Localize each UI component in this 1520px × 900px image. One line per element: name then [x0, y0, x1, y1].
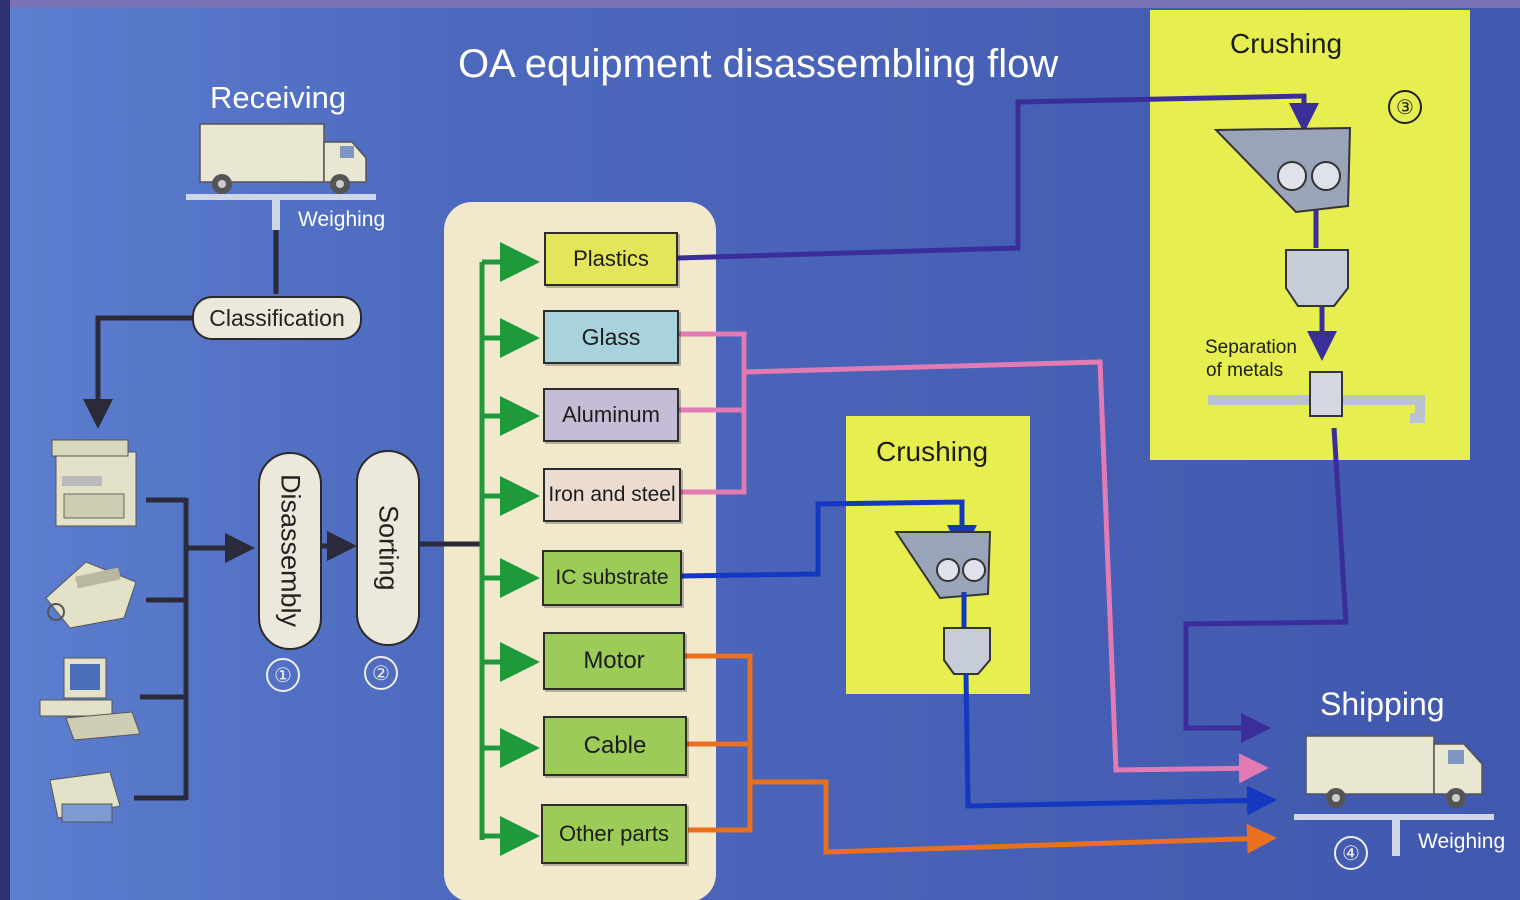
crusher-machine-large-icon	[1208, 126, 1425, 423]
receiving-weighing-label: Weighing	[298, 208, 386, 231]
material-other-parts: Other parts	[541, 804, 687, 864]
sorting-label: Sorting	[373, 505, 404, 591]
material-glass: Glass	[543, 310, 679, 364]
computer-icon	[39, 657, 141, 741]
connector-crushing-small-shipping	[963, 673, 1277, 816]
disassembly-node: Disassembly	[258, 452, 322, 650]
connector-glass-metals-shipping	[678, 331, 1269, 784]
connector-equipment-disassembly	[134, 497, 255, 801]
connector-ic-crushing	[679, 499, 977, 579]
step-number-1: ①	[266, 658, 300, 692]
top-edge	[0, 0, 1520, 8]
connector-plastics-crushing	[677, 93, 1319, 261]
material-plastics: Plastics	[544, 232, 678, 286]
shipping-label: Shipping	[1320, 686, 1445, 722]
material-aluminum: Aluminum	[543, 388, 679, 442]
printer-icon	[49, 771, 121, 823]
step-number-3: ③	[1388, 90, 1422, 124]
shipping-weighing-label: Weighing	[1418, 830, 1506, 853]
receiving-truck-icon	[186, 123, 376, 230]
diagram-title: OA equipment disassembling flow	[458, 42, 1059, 86]
step-number-4: ④	[1334, 836, 1368, 870]
left-edge	[0, 0, 10, 900]
separation-label-line2: of metals	[1206, 360, 1284, 381]
copier-icon	[51, 439, 137, 527]
crushing-small-label: Crushing	[876, 436, 989, 467]
fax-machine-icon	[45, 561, 137, 629]
material-iron-and-steel: Iron and steel	[543, 468, 681, 522]
green-distribution-arrows	[479, 242, 540, 856]
shipping-truck-icon	[1294, 735, 1494, 856]
step-number-2: ②	[364, 656, 398, 690]
classification-node: Classification	[192, 296, 362, 340]
connector-parts-shipping	[684, 653, 1277, 855]
connector-classification-equipment	[83, 315, 192, 429]
material-cable: Cable	[543, 716, 687, 776]
material-ic-substrate: IC substrate	[542, 550, 682, 606]
receiving-label: Receiving	[210, 80, 347, 115]
sorting-node: Sorting	[356, 450, 420, 646]
crusher-machine-small-icon	[894, 531, 992, 675]
disassembly-label: Disassembly	[275, 474, 306, 628]
crushing-large-label: Crushing	[1230, 28, 1343, 59]
separation-label-line1: Separation	[1205, 337, 1297, 358]
material-motor: Motor	[543, 632, 685, 690]
connector-crushing-shipping	[1183, 427, 1349, 743]
